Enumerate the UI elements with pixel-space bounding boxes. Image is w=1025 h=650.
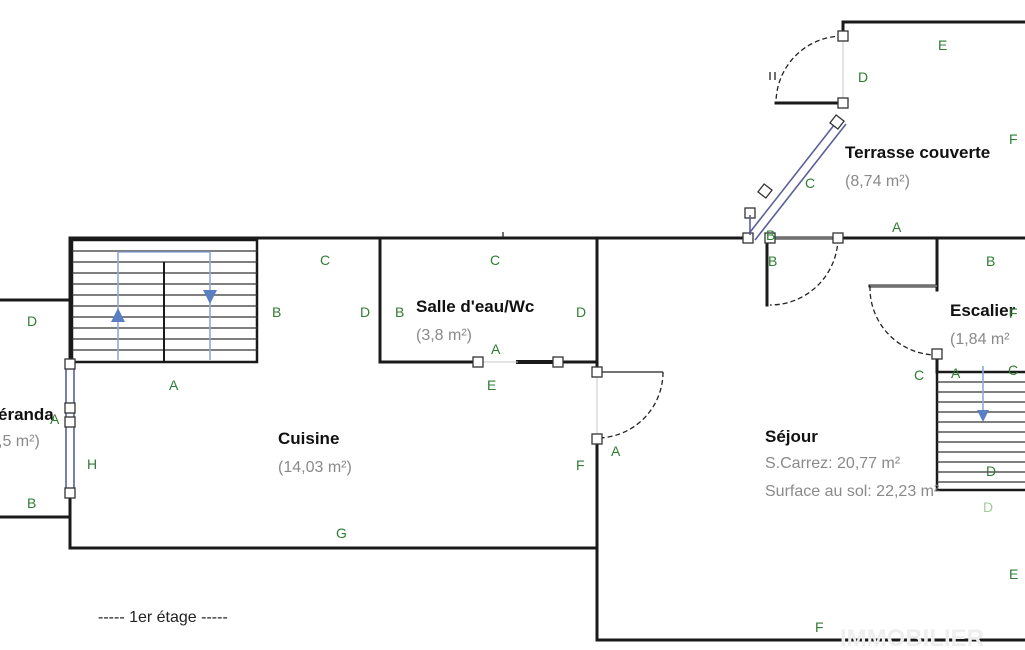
- room-area-veranda: ,5 m²): [0, 433, 40, 450]
- wall-label: D: [27, 313, 37, 329]
- wall-label: D: [983, 499, 993, 515]
- room-name-veranda: éranda: [0, 405, 54, 424]
- doors: [472, 30, 943, 445]
- room-name-terrasse: Terrasse couverte: [845, 143, 990, 162]
- kitchen-staircase: [70, 238, 259, 364]
- watermark-logo: IMMOBILIER: [840, 625, 984, 650]
- room-area-terrasse: (8,74 m²): [845, 173, 910, 190]
- wall-label: A: [951, 365, 961, 381]
- wall-label: A: [169, 377, 179, 393]
- wall-label: C: [490, 252, 500, 268]
- wall-label: C: [914, 367, 924, 383]
- room-area-sejour-sol: Surface au sol: 22,23 m²: [765, 483, 940, 500]
- room-name-sejour: Séjour: [765, 427, 818, 446]
- down-arrow-icon: [203, 290, 217, 304]
- up-arrow-icon: [111, 308, 125, 322]
- wall-label: E: [487, 377, 496, 393]
- room-area-cuisine: (14,03 m²): [278, 459, 352, 476]
- wall-label: B: [768, 253, 777, 269]
- wall-label: C: [805, 175, 815, 191]
- wall-label: H: [87, 456, 97, 472]
- wall-label: B: [272, 304, 281, 320]
- wall-label: F: [1009, 305, 1018, 321]
- room-name-cuisine: Cuisine: [278, 429, 339, 448]
- down-arrow-icon: [977, 410, 989, 422]
- room-area-sejour-carrez: S.Carrez: 20,77 m²: [765, 455, 901, 472]
- wall-label: D: [360, 304, 370, 320]
- wall-label: A: [491, 341, 501, 357]
- wall-label: F: [815, 619, 824, 635]
- wall-label: A: [50, 411, 60, 427]
- room-name-salle-eau: Salle d'eau/Wc: [416, 297, 534, 316]
- room-labels: éranda ,5 m²) Cuisine (14,03 m²) Salle d…: [0, 143, 1016, 500]
- wall-label: C: [1008, 362, 1018, 378]
- wall-label: A: [892, 219, 902, 235]
- wall-label: D: [986, 463, 996, 479]
- hall-staircase: [935, 366, 1025, 492]
- veranda-window: [64, 358, 76, 499]
- room-name-escalier: Escalier: [950, 301, 1016, 320]
- room-area-escalier: (1,84 m²: [950, 331, 1010, 348]
- wall-label: F: [1009, 131, 1018, 147]
- wall-label: A: [611, 443, 621, 459]
- room-area-salle-eau: (3,8 m²): [416, 327, 472, 344]
- terrace-window: [742, 114, 847, 244]
- wall-label: D: [576, 304, 586, 320]
- wall-label: B: [395, 304, 404, 320]
- wall-label: C: [320, 252, 330, 268]
- wall-label: D: [858, 69, 868, 85]
- wall-label: F: [576, 457, 585, 473]
- wall-label: G: [336, 525, 347, 541]
- wall-labels: D A H B C B A G C D B D A E F A E D F C …: [27, 37, 1018, 635]
- wall-label: B: [27, 495, 36, 511]
- wall-label: E: [938, 37, 947, 53]
- wall-label: B: [986, 253, 995, 269]
- floor-caption: ----- 1er étage -----: [98, 609, 228, 626]
- wall-label: B: [766, 227, 775, 243]
- wall-label: E: [1009, 566, 1018, 582]
